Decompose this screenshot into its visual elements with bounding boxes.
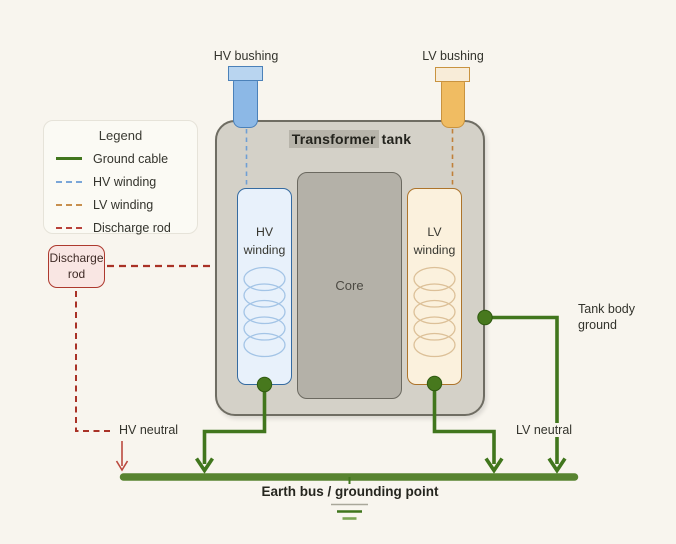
lv-bushing-cap (435, 67, 470, 82)
lv-bushing-body (441, 80, 465, 128)
hv-neutral-label: HV neutral (119, 423, 179, 437)
legend-item-label: HV winding (93, 174, 157, 189)
discharge-rod-dashed-lines (75, 264, 215, 432)
arrowhead-icon (547, 457, 567, 474)
legend-item-ground-cable: Ground cable (56, 147, 185, 170)
legend-item-label: Discharge rod (93, 220, 171, 235)
legend: Legend Ground cable HV winding LV windin… (43, 120, 198, 235)
hv-winding-swatch-icon (56, 180, 82, 183)
tank-body-ground-label: Tank body ground (578, 302, 635, 332)
legend-item-label: Ground cable (93, 151, 169, 166)
arrowhead-icon (484, 457, 504, 474)
legend-item-label: LV winding (93, 197, 154, 212)
hv-bushing-cap (228, 66, 263, 81)
lv-winding-swatch-icon (56, 203, 82, 206)
legend-item-hv-winding: HV winding (56, 170, 185, 193)
hv-neutral-red-arrow (115, 441, 129, 472)
tank-title-rest: tank (381, 131, 412, 147)
core: Core (297, 172, 402, 399)
lv-winding-box: LV winding (407, 188, 462, 385)
hv-winding-box: HV winding (237, 188, 292, 385)
discharge-rod-box: Discharge rod (48, 245, 105, 288)
tank-title-highlight: Transformer (288, 130, 379, 148)
legend-title: Legend (98, 128, 143, 143)
lv-bushing-label: LV bushing (422, 49, 484, 63)
discharge-rod-swatch-icon (56, 226, 82, 229)
earth-bus-label: Earth bus / grounding point (261, 484, 439, 499)
ground-cable-swatch-icon (56, 157, 82, 160)
lv-neutral-label: LV neutral (513, 423, 576, 437)
tank-body-ground-cable (485, 315, 559, 464)
hv-bushing-body (233, 79, 258, 128)
arrowhead-icon (195, 457, 214, 474)
legend-item-lv-winding: LV winding (56, 193, 185, 216)
hv-bushing-label: HV bushing (213, 49, 279, 63)
legend-item-discharge-rod: Discharge rod (56, 216, 185, 239)
